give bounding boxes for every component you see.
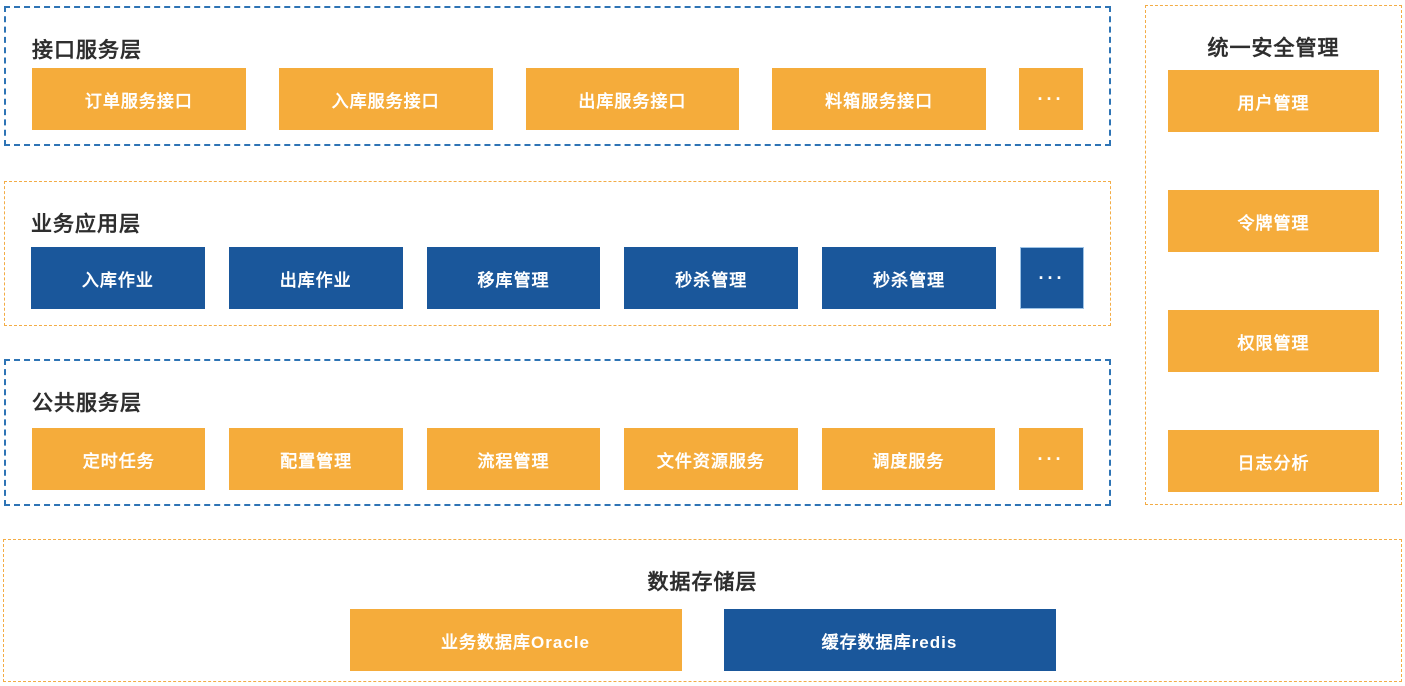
box-cache-db-redis: 缓存数据库redis bbox=[723, 609, 1056, 671]
layer-common-title: 公共服务层 bbox=[32, 392, 142, 416]
box-outbound-service-interface: 出库服务接口 bbox=[525, 68, 740, 130]
box-interface-more-ellipsis: ··· bbox=[1019, 68, 1083, 130]
layer-app-title: 业务应用层 bbox=[31, 213, 141, 237]
box-dispatch-service: 调度服务 bbox=[821, 428, 996, 490]
panel-security-title: 统一安全管理 bbox=[1207, 37, 1340, 61]
box-outbound-operation: 出库作业 bbox=[228, 247, 403, 309]
box-config-management: 配置管理 bbox=[229, 428, 403, 490]
box-permission-management: 权限管理 bbox=[1168, 310, 1379, 372]
box-inbound-service-interface: 入库服务接口 bbox=[278, 68, 493, 130]
box-inbound-operation: 入库作业 bbox=[31, 247, 205, 309]
box-log-analysis: 日志分析 bbox=[1168, 430, 1379, 492]
box-relocation-management: 移库管理 bbox=[426, 247, 601, 309]
box-flashsale-management-1: 秒杀管理 bbox=[624, 247, 799, 309]
application-boxes-row: 入库作业 出库作业 移库管理 秒杀管理 秒杀管理 ··· bbox=[31, 247, 1084, 309]
layer-interface-title: 接口服务层 bbox=[32, 39, 142, 63]
box-flashsale-management-2: 秒杀管理 bbox=[822, 247, 996, 309]
box-application-more-ellipsis: ··· bbox=[1019, 247, 1084, 309]
box-file-resource-service: 文件资源服务 bbox=[624, 428, 798, 490]
panel-unified-security: 统一安全管理 用户管理 令牌管理 权限管理 日志分析 bbox=[1145, 5, 1402, 505]
storage-boxes-row: 业务数据库Oracle 缓存数据库redis bbox=[4, 609, 1401, 671]
layer-common-services: 公共服务层 定时任务 配置管理 流程管理 文件资源服务 调度服务 ··· bbox=[4, 359, 1111, 506]
layer-data-storage: 数据存储层 业务数据库Oracle 缓存数据库redis bbox=[3, 539, 1402, 682]
common-boxes-row: 定时任务 配置管理 流程管理 文件资源服务 调度服务 ··· bbox=[32, 428, 1084, 490]
box-scheduled-tasks: 定时任务 bbox=[32, 428, 206, 490]
interface-boxes-row: 订单服务接口 入库服务接口 出库服务接口 料箱服务接口 ··· bbox=[32, 68, 1083, 130]
box-user-management: 用户管理 bbox=[1168, 70, 1379, 132]
box-order-service-interface: 订单服务接口 bbox=[32, 68, 246, 130]
layer-storage-title: 数据存储层 bbox=[647, 571, 758, 595]
box-token-management: 令牌管理 bbox=[1168, 190, 1379, 252]
box-process-management: 流程管理 bbox=[426, 428, 601, 490]
box-business-db-oracle: 业务数据库Oracle bbox=[349, 609, 682, 671]
layer-interface-services: 接口服务层 订单服务接口 入库服务接口 出库服务接口 料箱服务接口 ··· bbox=[4, 6, 1111, 146]
layer-business-application: 业务应用层 入库作业 出库作业 移库管理 秒杀管理 秒杀管理 ··· bbox=[4, 181, 1111, 326]
box-bin-service-interface: 料箱服务接口 bbox=[772, 68, 986, 130]
box-common-more-ellipsis: ··· bbox=[1019, 428, 1084, 490]
